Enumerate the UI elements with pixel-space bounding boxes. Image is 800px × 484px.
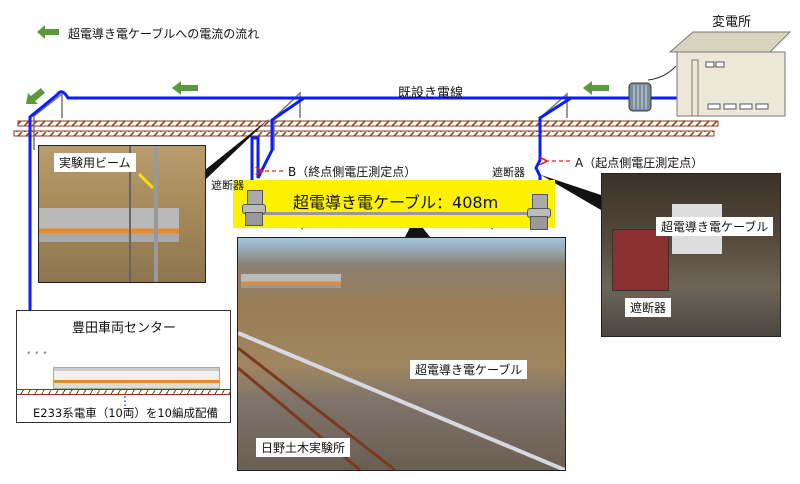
legend-text: 超電導き電ケーブルへの電流の流れ bbox=[68, 27, 260, 41]
photo-equipment: 超電導き電ケーブル 遮断器 bbox=[601, 173, 781, 337]
termination-left-icon bbox=[242, 190, 266, 226]
breaker-right-label: 遮断器 bbox=[492, 166, 525, 179]
legend-arrow-icon bbox=[37, 25, 59, 39]
site-lines bbox=[238, 331, 565, 470]
cable-line bbox=[255, 212, 535, 215]
cable-length-label: 超電導き電ケーブル：408m bbox=[293, 193, 499, 212]
photo-test-beam: 実験用ビーム bbox=[38, 145, 206, 283]
yellow-arrow-icon bbox=[137, 172, 155, 190]
train-icon bbox=[53, 367, 220, 389]
callout-beam bbox=[205, 118, 270, 180]
transformer-icon bbox=[628, 65, 677, 112]
site-cable-label: 超電導き電ケーブル bbox=[410, 360, 528, 379]
dots-icon: • • • bbox=[26, 349, 48, 359]
equipment-cable-label: 超電導き電ケーブル bbox=[656, 217, 774, 236]
beam-label: 実験用ビーム bbox=[54, 153, 136, 172]
site-name-label: 日野土木実験所 bbox=[256, 438, 351, 457]
photo-test-site: 超電導き電ケーブル 日野土木実験所 bbox=[237, 237, 566, 471]
cable-image bbox=[238, 331, 565, 470]
termination-right-icon bbox=[527, 194, 551, 230]
ellipsis-icon: ⋮ bbox=[119, 394, 131, 408]
substation-building bbox=[668, 31, 792, 117]
substation-label: 変電所 bbox=[712, 15, 752, 30]
equipment-breaker-label: 遮断器 bbox=[625, 298, 672, 317]
depot-panel: 豊田車両センター • • • ⋮ E233系電車（10両）を10編成配備 bbox=[16, 310, 231, 423]
rail-image bbox=[238, 346, 396, 470]
overhead-rails bbox=[13, 120, 719, 137]
point-a-label: A（起点側電圧測定点） bbox=[575, 156, 704, 170]
train-image bbox=[241, 274, 341, 288]
callout-equipment bbox=[541, 175, 601, 210]
breaker-left-label: 遮断器 bbox=[211, 179, 244, 192]
depot-track bbox=[17, 389, 230, 395]
cable-highlight-box: 超電導き電ケーブル：408m bbox=[233, 180, 555, 228]
depot-title: 豊田車両センター bbox=[72, 321, 177, 336]
point-b-label: B（終点側電圧測定点） bbox=[288, 165, 417, 179]
depot-note: E233系電車（10両）を10編成配備 bbox=[33, 406, 218, 420]
existing-feeder-label: 既設き電線 bbox=[398, 86, 464, 101]
